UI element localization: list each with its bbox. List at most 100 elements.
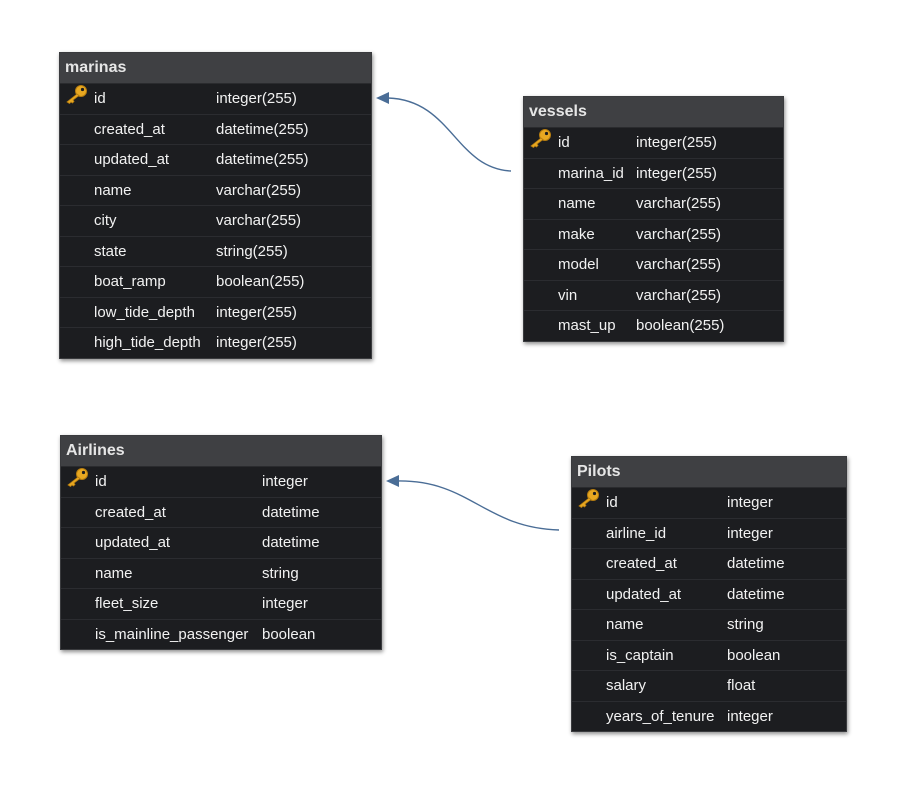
arrowhead-airlines <box>386 475 399 487</box>
field-name: updated_at <box>94 151 170 168</box>
field-name: id <box>94 90 106 107</box>
field-name: state <box>94 242 127 260</box>
field-type: datetime <box>727 585 785 603</box>
table-header-airlines: Airlines <box>61 436 381 467</box>
table-row[interactable]: salary float <box>572 671 846 702</box>
table-row[interactable]: created_at datetime(255) <box>60 115 371 145</box>
arrowhead-marinas <box>376 92 389 104</box>
field-name: airline_id <box>606 524 667 542</box>
field-type: boolean <box>262 625 316 643</box>
field-type: string(255) <box>216 242 288 260</box>
field-name: salary <box>606 677 647 694</box>
field-type: integer(255) <box>216 90 297 107</box>
field-name: created_at <box>95 503 166 521</box>
field-name: updated_at <box>606 585 682 603</box>
field-name: updated_at <box>95 534 171 551</box>
field-type: float <box>727 677 756 694</box>
field-type: datetime(255) <box>216 151 309 168</box>
field-type: integer(255) <box>216 334 297 351</box>
table-header-marinas: marinas <box>60 53 371 84</box>
table-row[interactable]: id integer(255) <box>60 84 371 115</box>
table-row[interactable]: model varchar(255) <box>524 250 783 281</box>
field-type: varchar(255) <box>636 256 722 273</box>
field-name: years_of_tenure <box>606 707 715 725</box>
field-type: datetime <box>262 503 320 521</box>
field-name: high_tide_depth <box>94 334 201 351</box>
field-type: varchar(255) <box>636 195 722 212</box>
field-name: is_mainline_passenger <box>95 625 249 643</box>
relationship-vessels-to-marinas <box>387 97 512 172</box>
field-type: boolean(255) <box>636 317 725 334</box>
field-name: name <box>606 616 644 633</box>
table-row[interactable]: is_mainline_passenger boolean <box>61 620 381 650</box>
table-header-vessels: vessels <box>524 97 783 128</box>
table-row[interactable]: is_captain boolean <box>572 641 846 671</box>
table-row[interactable]: created_at datetime <box>61 498 381 528</box>
field-name: marina_id <box>558 164 624 182</box>
field-type: boolean <box>727 646 781 664</box>
table-row[interactable]: updated_at datetime <box>572 580 846 610</box>
key-icon <box>576 488 600 509</box>
table-row[interactable]: name varchar(255) <box>524 189 783 220</box>
field-name: name <box>558 195 596 212</box>
relationship-pilots-to-airlines <box>397 480 560 531</box>
field-type: varchar(255) <box>636 225 722 243</box>
field-name: mast_up <box>558 317 616 334</box>
field-name: id <box>95 473 107 490</box>
table-row[interactable]: low_tide_depth integer(255) <box>60 298 371 328</box>
table-header-pilots: Pilots <box>572 457 846 488</box>
field-name: id <box>606 494 618 511</box>
table-row[interactable]: marina_id integer(255) <box>524 159 783 189</box>
field-type: integer(255) <box>216 303 297 321</box>
table-row[interactable]: mast_up boolean(255) <box>524 311 783 341</box>
field-type: datetime <box>727 555 785 572</box>
field-name: name <box>94 181 132 199</box>
field-type: integer <box>262 595 308 612</box>
field-type: datetime <box>262 534 320 551</box>
field-name: id <box>558 134 570 151</box>
field-type: boolean(255) <box>216 273 305 290</box>
field-name: name <box>95 564 133 582</box>
table-row[interactable]: updated_at datetime <box>61 528 381 559</box>
field-type: integer(255) <box>636 164 717 182</box>
key-icon <box>65 467 89 488</box>
key-icon <box>64 84 88 105</box>
field-name: created_at <box>94 120 165 138</box>
field-name: is_captain <box>606 646 674 664</box>
table-row[interactable]: state string(255) <box>60 237 371 267</box>
field-type: datetime(255) <box>216 120 309 138</box>
field-type: string <box>727 616 764 633</box>
field-type: string <box>262 564 299 582</box>
table-row[interactable]: id integer <box>572 488 846 519</box>
field-name: low_tide_depth <box>94 303 195 321</box>
table-row[interactable]: years_of_tenure integer <box>572 702 846 732</box>
field-type: integer <box>727 494 773 511</box>
table-marinas[interactable]: marinas id integer(255) created_at datetime… <box>59 52 372 359</box>
field-type: varchar(255) <box>216 181 302 199</box>
field-name: vin <box>558 286 578 304</box>
field-name: model <box>558 256 599 273</box>
field-type: integer <box>727 707 773 725</box>
table-row[interactable]: name string <box>61 559 381 589</box>
key-icon <box>528 128 552 149</box>
table-row[interactable]: name string <box>572 610 846 641</box>
table-row[interactable]: updated_at datetime(255) <box>60 145 371 176</box>
field-type: varchar(255) <box>216 212 302 229</box>
table-row[interactable]: high_tide_depth integer(255) <box>60 328 371 358</box>
table-row[interactable]: name varchar(255) <box>60 176 371 206</box>
